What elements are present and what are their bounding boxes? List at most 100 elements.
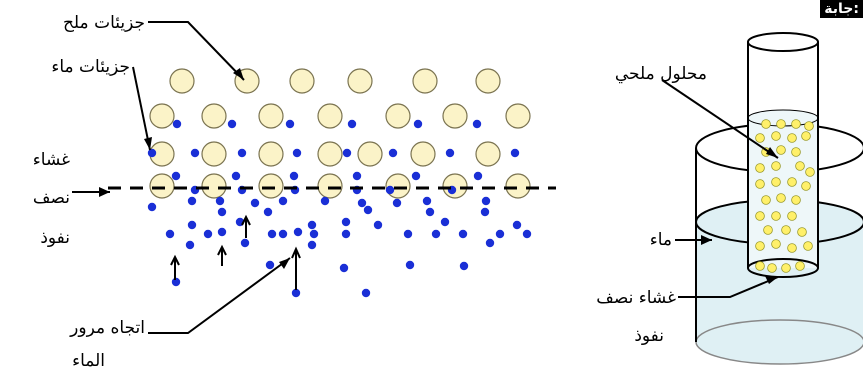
water-particle <box>339 263 349 273</box>
tube-salt-particle <box>801 131 811 141</box>
salt-particle <box>347 68 373 94</box>
water-particle <box>285 119 295 129</box>
salt-particle <box>442 173 468 199</box>
tube-salt-particle <box>755 179 765 189</box>
tube-salt-particle <box>755 241 765 251</box>
water-particle <box>481 196 491 206</box>
salt-particle <box>317 173 343 199</box>
water-particle <box>347 119 357 129</box>
tube-salt-particle <box>755 133 765 143</box>
water-particle <box>388 148 398 158</box>
tube-salt-particle <box>795 161 805 171</box>
tube-salt-particle <box>787 177 797 187</box>
label-flow-direction-line2: الماء <box>72 351 105 371</box>
water-particle <box>231 171 241 181</box>
tube-salt-particle <box>791 195 801 205</box>
tube-salt-particle <box>803 241 813 251</box>
water-particle <box>512 220 522 230</box>
water-particle <box>422 196 432 206</box>
tube-salt-particle <box>771 161 781 171</box>
water-particle <box>352 171 362 181</box>
salt-particle <box>357 141 383 167</box>
water-particle <box>289 171 299 181</box>
arrowhead <box>279 258 290 269</box>
tube-salt-particle <box>776 145 786 155</box>
water-particle <box>373 220 383 230</box>
salt-particle <box>258 103 284 129</box>
arrowhead <box>144 137 152 150</box>
water-particle <box>227 119 237 129</box>
water-particle <box>291 288 301 298</box>
water-particle <box>357 198 367 208</box>
water-particle <box>320 196 330 206</box>
arrowhead <box>99 187 110 197</box>
water-particle <box>265 260 275 270</box>
label-beaker-membrane-line1: غشاء نصف <box>596 288 676 308</box>
label-beaker-membrane-line2: نفوذ <box>634 326 664 346</box>
tube-salt-particle <box>801 181 811 191</box>
salt-particle <box>412 68 438 94</box>
arrowhead <box>233 68 244 80</box>
tube <box>747 32 819 278</box>
salt-particle <box>201 173 227 199</box>
tube-salt-particle <box>791 119 801 129</box>
tube-salt-particle <box>755 211 765 221</box>
water-particle <box>411 171 421 181</box>
water-particle <box>171 277 181 287</box>
salt-particle <box>258 173 284 199</box>
water-particle <box>510 148 520 158</box>
water-particle <box>425 207 435 217</box>
salt-particle <box>149 173 175 199</box>
label-membrane-line3: نفوذ <box>40 228 70 248</box>
label-saline-solution: محلول ملحي <box>615 64 707 84</box>
water-particle <box>385 185 395 195</box>
tube-salt-particle <box>787 243 797 253</box>
water-particle <box>147 148 157 158</box>
label-membrane-line2: نصف <box>33 188 70 208</box>
water-particle <box>240 238 250 248</box>
salt-particle <box>505 103 531 129</box>
water-particle <box>459 261 469 271</box>
arrowhead <box>765 276 778 284</box>
tube-membrane <box>747 258 819 278</box>
tube-salt-particle <box>791 147 801 157</box>
tube-salt-particle <box>787 211 797 221</box>
tube-salt-particle <box>771 211 781 221</box>
salt-particle <box>475 141 501 167</box>
water-particle <box>342 148 352 158</box>
tube-salt-particle <box>761 119 771 129</box>
water-particle <box>341 217 351 227</box>
water-particle <box>392 198 402 208</box>
arrowhead <box>766 147 778 158</box>
water-particle <box>440 217 450 227</box>
tube-salt-particle <box>781 225 791 235</box>
salt-particle <box>385 103 411 129</box>
water-particle <box>147 202 157 212</box>
salt-particle <box>317 103 343 129</box>
water-particle <box>217 207 227 217</box>
label-water-particles: جزيئات ماء <box>51 57 130 77</box>
tube-salt-particle <box>755 163 765 173</box>
water-particle <box>431 229 441 239</box>
water-particle <box>361 288 371 298</box>
water-particle <box>250 198 260 208</box>
tube-salt-particle <box>771 239 781 249</box>
water-particle <box>522 229 532 239</box>
flow-arrows <box>170 214 301 290</box>
water-particle <box>171 171 181 181</box>
salt-particle <box>201 103 227 129</box>
tube-salt-particle <box>763 225 773 235</box>
water-particle <box>187 220 197 230</box>
salt-particle <box>410 141 436 167</box>
water-particle <box>237 148 247 158</box>
tube-salt-particle <box>781 263 791 273</box>
water-particle <box>172 119 182 129</box>
water-particle <box>309 229 319 239</box>
tube-salt-particle <box>755 261 765 271</box>
water-particle <box>480 207 490 217</box>
water-particle <box>278 196 288 206</box>
tube-salt-particle <box>795 261 805 271</box>
salt-particle <box>149 103 175 129</box>
water-particle <box>217 227 227 237</box>
label-flow-direction-line1: اتجاه مرور <box>69 318 145 338</box>
